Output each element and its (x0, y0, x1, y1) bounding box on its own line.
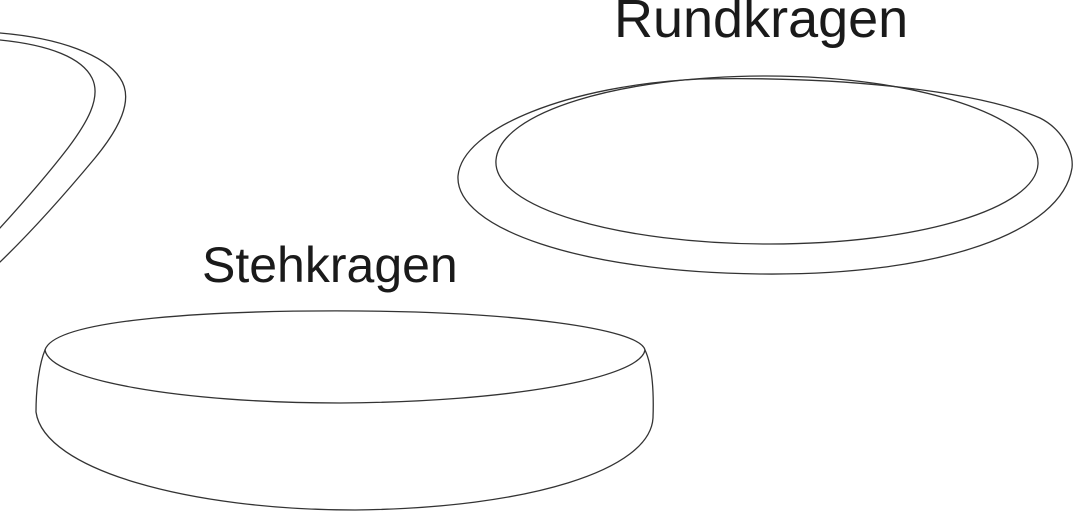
stehkragen-drawing (35, 310, 654, 511)
rundkragen-inner-edge (495, 75, 1039, 245)
stehkragen-label: Stehkragen (202, 237, 458, 293)
rundkragen-outer-edge (457, 78, 1073, 275)
rundkragen-label: Rundkragen (614, 0, 909, 49)
stehkragen-top-rim (44, 310, 646, 404)
partial-collar-inner-edge (0, 39, 96, 229)
partial-collar-left (0, 32, 127, 263)
stehkragen-band (35, 349, 654, 511)
rundkragen-drawing (457, 75, 1073, 275)
partial-collar-outer-edge (0, 32, 127, 263)
